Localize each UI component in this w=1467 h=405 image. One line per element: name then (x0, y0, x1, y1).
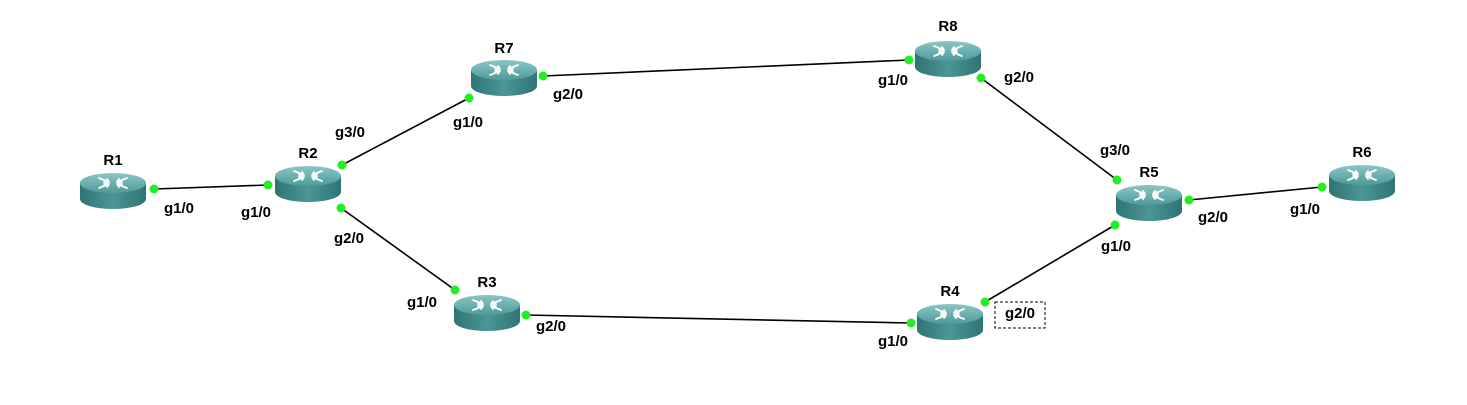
router-r2[interactable] (275, 166, 341, 202)
router-icon (80, 173, 146, 209)
router-label-r8: R8 (938, 18, 957, 35)
port-dot-r2-g3-0[interactable] (337, 160, 347, 170)
port-dot-r6-g1-0[interactable] (1317, 182, 1327, 192)
port-label-r2-g1-0[interactable]: g1/0 (241, 204, 271, 221)
router-label-r7: R7 (494, 40, 513, 57)
router-r7[interactable] (471, 60, 537, 96)
port-dot-r8-g1-0[interactable] (904, 55, 914, 65)
link-r2-r7[interactable] (341, 97, 470, 166)
router-label-r6: R6 (1352, 144, 1371, 161)
router-r8[interactable] (915, 41, 981, 77)
router-r5[interactable] (1116, 185, 1182, 221)
port-label-r4-g2-0[interactable]: g2/0 (1005, 305, 1035, 322)
port-dot-r5-g2-0[interactable] (1184, 195, 1194, 205)
router-icon (917, 304, 983, 340)
router-label-r1: R1 (103, 152, 122, 169)
router-label-r4: R4 (940, 283, 960, 300)
router-r3[interactable] (454, 295, 520, 331)
routers-layer (80, 41, 1395, 340)
router-icon (915, 41, 981, 77)
router-icon (275, 166, 341, 202)
port-dot-r4-g2-0[interactable] (980, 297, 990, 307)
links-layer (153, 59, 1323, 324)
router-r4[interactable] (917, 304, 983, 340)
port-dot-r2-g1-0[interactable] (263, 180, 273, 190)
port-dot-r3-g2-0[interactable] (521, 310, 531, 320)
port-label-r5-g3-0[interactable]: g3/0 (1100, 142, 1130, 159)
link-r5-r6[interactable] (1188, 186, 1323, 201)
port-dot-r8-g2-0[interactable] (976, 73, 986, 83)
link-r2-r3[interactable] (340, 207, 456, 291)
port-label-r4-g1-0[interactable]: g1/0 (878, 333, 908, 350)
router-icon (454, 295, 520, 331)
port-label-r1-g1-0[interactable]: g1/0 (164, 200, 194, 217)
port-dots-layer (149, 55, 1327, 328)
link-r4-r5[interactable] (984, 224, 1116, 303)
port-label-r2-g3-0[interactable]: g3/0 (335, 124, 365, 141)
router-label-r3: R3 (477, 274, 496, 291)
port-label-r3-g1-0[interactable]: g1/0 (407, 294, 437, 311)
link-r3-r4[interactable] (525, 314, 912, 324)
port-label-r7-g1-0[interactable]: g1/0 (453, 114, 483, 131)
port-dot-r5-g1-0[interactable] (1110, 220, 1120, 230)
port-dot-r2-g2-0[interactable] (336, 203, 346, 213)
port-label-r8-g2-0[interactable]: g2/0 (1004, 69, 1034, 86)
port-label-r7-g2-0[interactable]: g2/0 (553, 86, 583, 103)
port-selection-box (994, 301, 1046, 329)
port-dot-r1-g1-0[interactable] (149, 184, 159, 194)
router-label-r5: R5 (1139, 164, 1158, 181)
router-icon (1329, 165, 1395, 201)
port-label-r2-g2-0[interactable]: g2/0 (334, 230, 364, 247)
router-label-r2: R2 (298, 145, 317, 162)
port-label-r3-g2-0[interactable]: g2/0 (536, 318, 566, 335)
port-label-r6-g1-0[interactable]: g1/0 (1290, 201, 1320, 218)
port-dot-r3-g1-0[interactable] (450, 285, 460, 295)
router-icon (471, 60, 537, 96)
port-label-r5-g1-0[interactable]: g1/0 (1101, 238, 1131, 255)
port-dot-r7-g2-0[interactable] (538, 71, 548, 81)
router-icon (1116, 185, 1182, 221)
link-r8-r5[interactable] (980, 77, 1118, 181)
port-dot-r7-g1-0[interactable] (464, 93, 474, 103)
link-r7-r8[interactable] (542, 59, 910, 77)
labels-layer: g1/0 g1/0 g3/0 g1/0 g2/0 g1/0 g2/0 g1/0 g2/0 g1/0… (103, 18, 1371, 350)
port-label-r5-g2-0[interactable]: g2/0 (1198, 209, 1228, 226)
port-label-r8-g1-0[interactable]: g1/0 (878, 72, 908, 89)
router-r1[interactable] (80, 173, 146, 209)
port-dot-r5-g3-0[interactable] (1112, 175, 1122, 185)
link-r1-r2[interactable] (153, 184, 269, 190)
port-dot-r4-g1-0[interactable] (906, 318, 916, 328)
router-r6[interactable] (1329, 165, 1395, 201)
